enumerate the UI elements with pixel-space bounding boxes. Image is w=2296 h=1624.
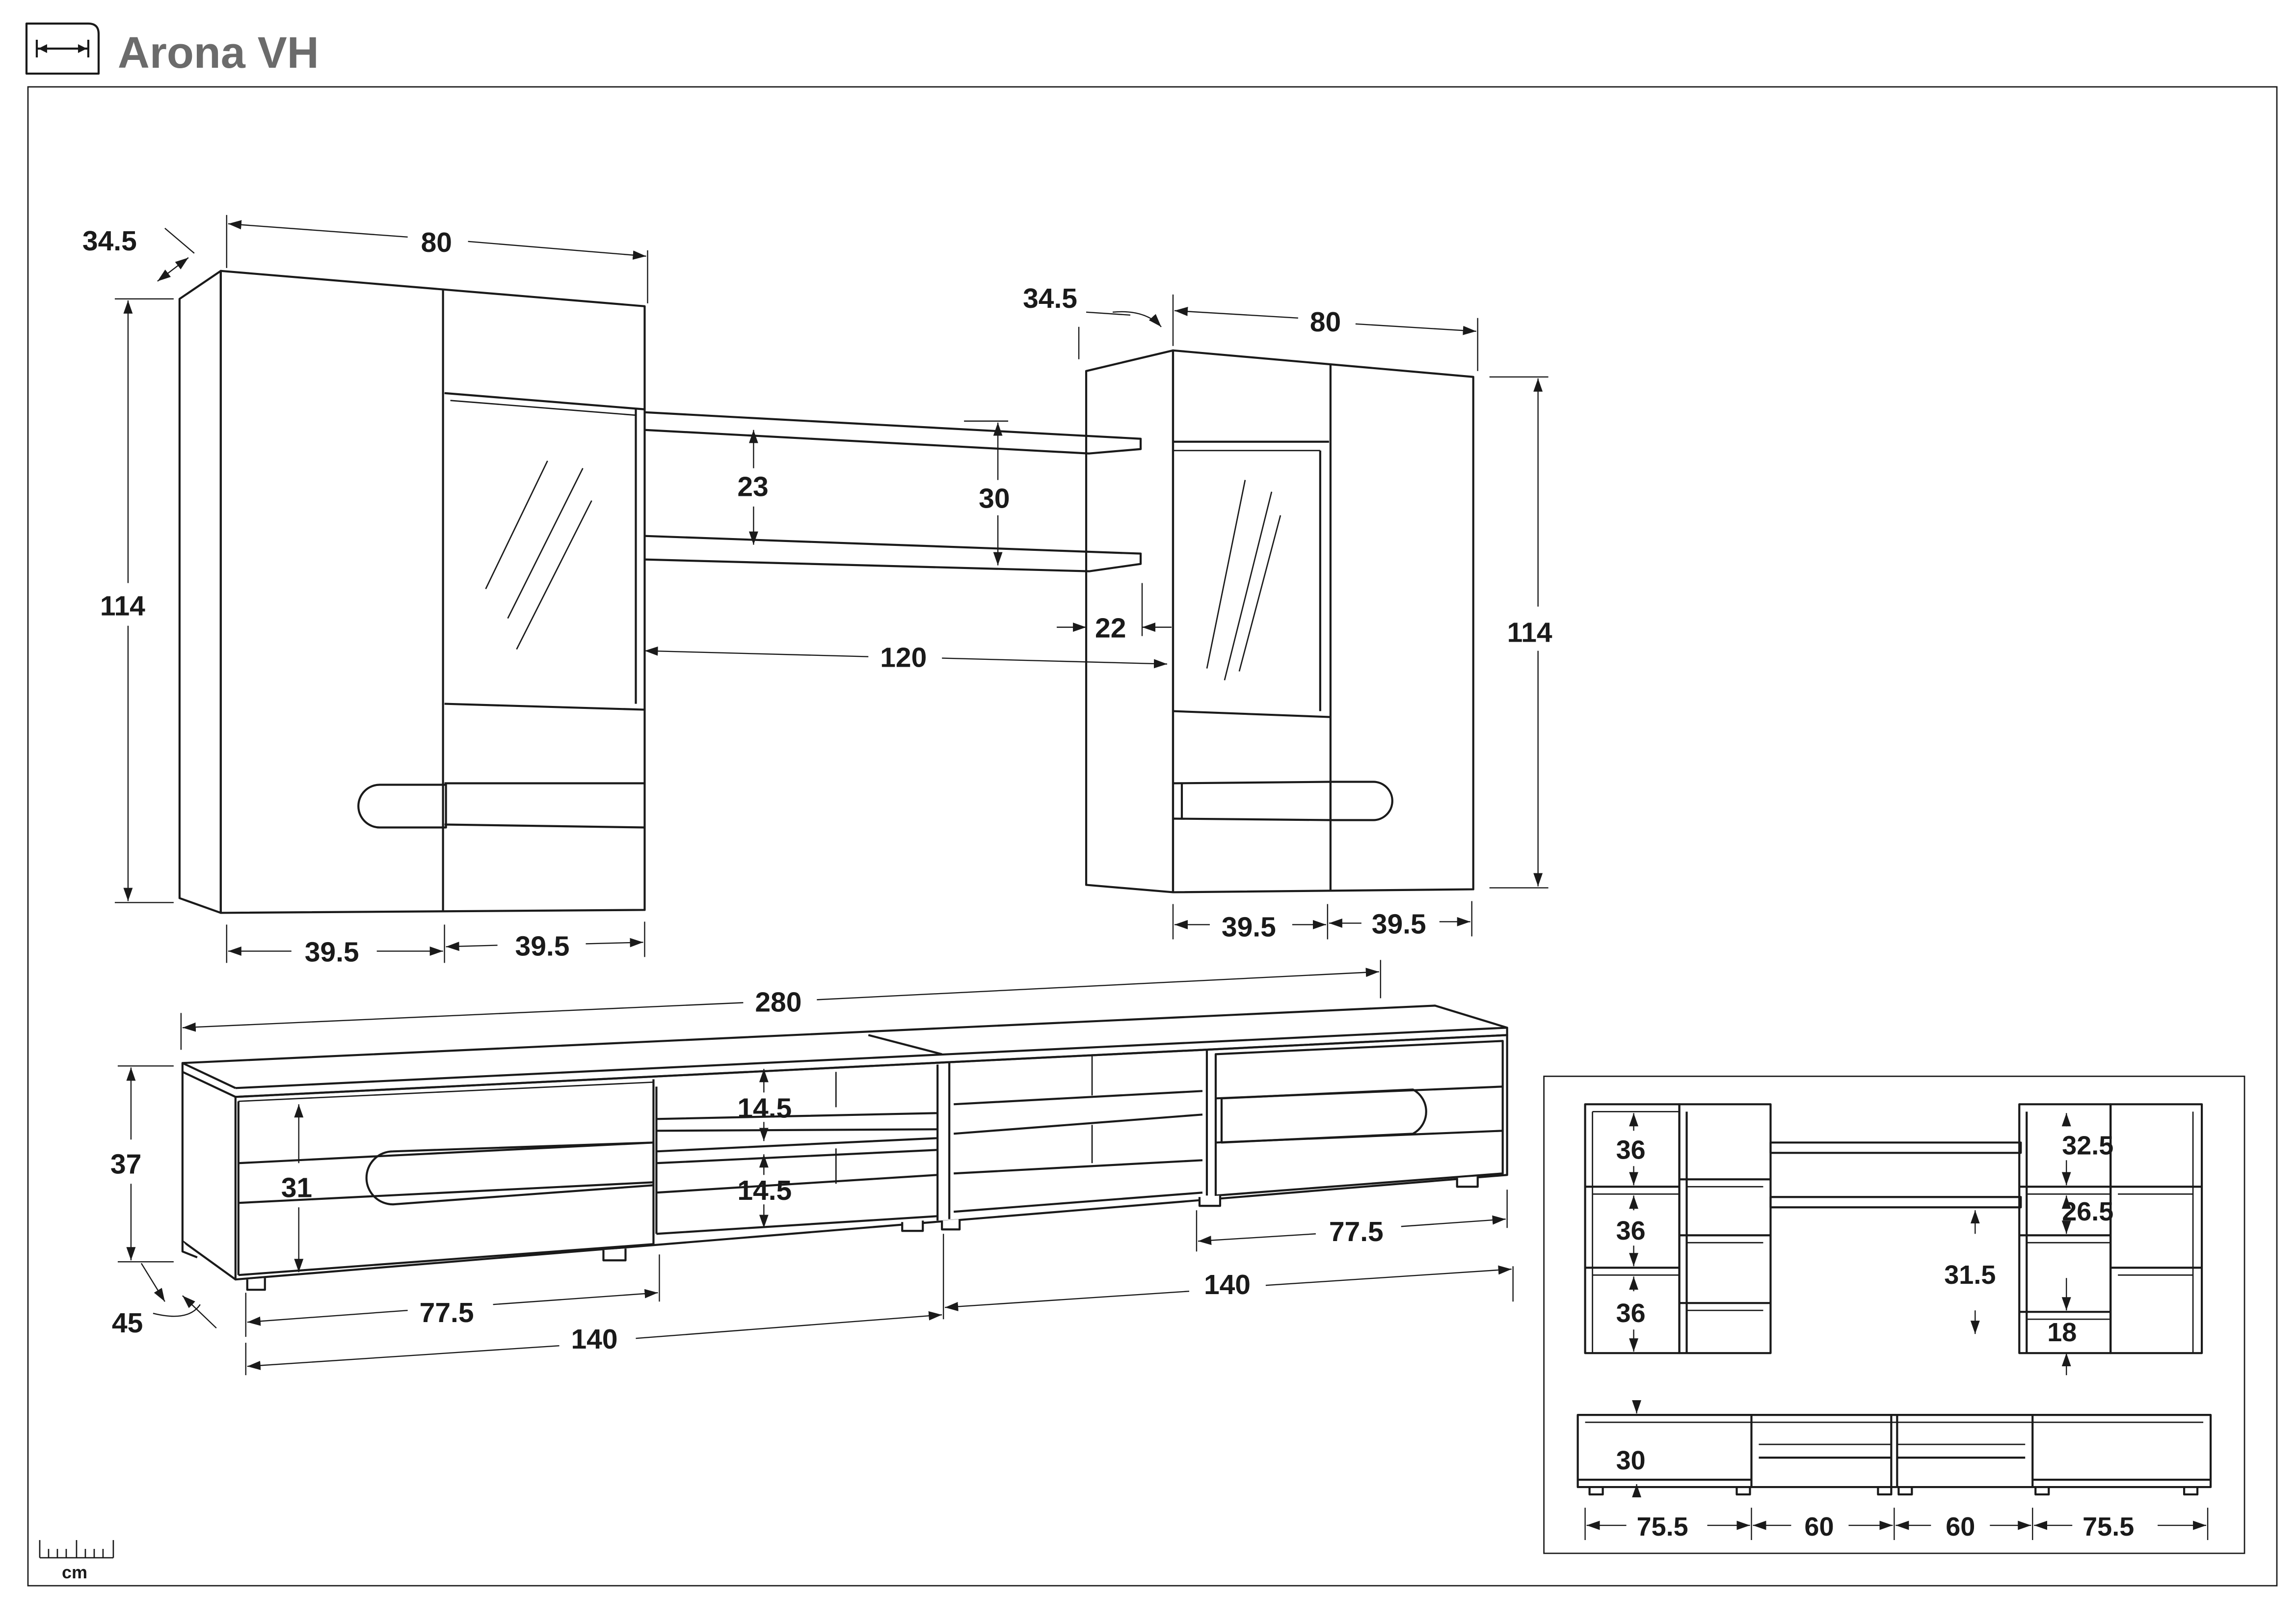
drawing-frame [27, 86, 2278, 1587]
dim-shelf-gap: 23 [737, 471, 768, 503]
dim-inset-right-mid: 26.5 [2062, 1197, 2113, 1226]
dim-right-height: 114 [1507, 617, 1552, 649]
dim-bench-height: 37 [110, 1148, 141, 1180]
dim-inset-left-bottom: 36 [1616, 1299, 1646, 1328]
dim-inset-bench-w1: 75.5 [1637, 1512, 1688, 1542]
left-wall-cabinet [178, 270, 646, 914]
dim-left-width: 80 [421, 227, 452, 258]
dim-bench-module-right: 140 [1204, 1269, 1251, 1300]
dim-right-door-1: 39.5 [1222, 911, 1276, 943]
dim-inset-bench-w4: 75.5 [2082, 1512, 2134, 1542]
dim-inset-bench-w2: 60 [1804, 1512, 1834, 1542]
dim-inset-right-top: 32.5 [2062, 1131, 2113, 1160]
dim-right-width: 80 [1310, 306, 1341, 338]
dim-bench-module-left: 140 [571, 1324, 618, 1355]
dimensions-icon [25, 22, 100, 75]
dim-inset-bench-height: 30 [1616, 1446, 1646, 1475]
inset-dimensions: 36 36 36 32.5 26.5 18 31.5 30 75.5 60 [1584, 1113, 2209, 1542]
dim-bench-door-left: 77.5 [420, 1297, 474, 1328]
ruler-icon [39, 1540, 114, 1559]
dim-bench-front-height: 31 [281, 1172, 312, 1203]
dim-bench-door-right: 77.5 [1329, 1216, 1384, 1247]
right-cabinet-dimensions: 34.5 80 114 39.5 39.5 [1023, 283, 1552, 943]
floating-shelves [644, 411, 1142, 572]
dim-inset-left-mid: 36 [1616, 1216, 1646, 1245]
dim-inset-bench-w3: 60 [1946, 1512, 1975, 1542]
page-title: Arona VH [118, 28, 319, 78]
dim-inset-right-bottom: 18 [2047, 1318, 2077, 1347]
dim-left-door-2: 39.5 [515, 930, 570, 962]
tv-bench-dimensions: 280 37 31 14.5 14.5 45 77.5 140 77.5 [110, 960, 1514, 1376]
dim-shelf-width: 120 [880, 642, 927, 674]
inset-frame [1543, 1075, 2245, 1554]
left-cabinet-dimensions: 34.5 80 114 39.5 39.5 [82, 215, 648, 968]
dim-left-depth: 34.5 [82, 225, 137, 257]
dim-right-depth: 34.5 [1023, 283, 1077, 314]
dim-right-door-2: 39.5 [1372, 908, 1426, 940]
dim-shelf-offset: 22 [1095, 613, 1126, 644]
dim-inset-left-top: 36 [1616, 1135, 1646, 1164]
dim-left-door-1: 39.5 [305, 936, 359, 968]
dim-bench-width: 280 [755, 986, 801, 1018]
tv-bench [181, 1004, 1508, 1291]
dim-bench-gap-top: 14.5 [737, 1092, 792, 1124]
dim-inset-shelf-height: 31.5 [1944, 1260, 1996, 1290]
dim-shelf-height: 30 [979, 483, 1010, 514]
dim-left-height: 114 [100, 591, 145, 622]
shelf-dimensions: 23 30 120 22 [644, 420, 1172, 674]
right-wall-cabinet [1085, 349, 1474, 893]
dim-bench-gap-bottom: 14.5 [737, 1175, 792, 1206]
scale-unit: cm [62, 1562, 87, 1582]
inset-front-view [1576, 1103, 2212, 1496]
dim-bench-depth: 45 [112, 1307, 143, 1339]
